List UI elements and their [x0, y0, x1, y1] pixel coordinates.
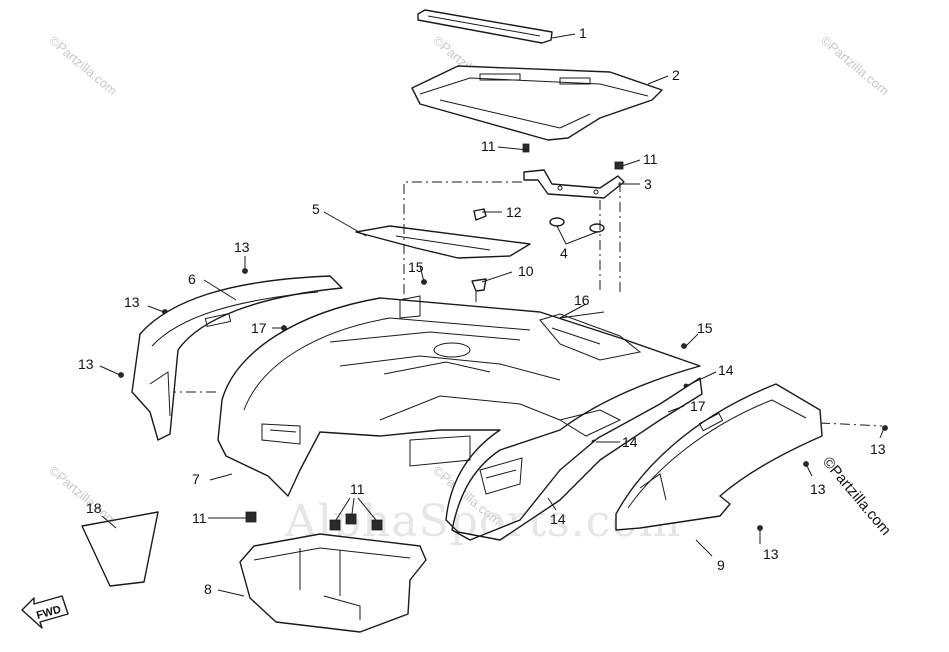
callout-13-b: 13: [124, 294, 140, 310]
copyright-side: ©Partzilla.com: [819, 454, 894, 539]
leader-lines: [99, 33, 885, 597]
callout-11-d: 11: [192, 510, 207, 526]
callout-3: 3: [644, 176, 652, 192]
callout-14-a: 14: [718, 362, 734, 378]
callout-13-f: 13: [763, 546, 779, 562]
part-8-lower-box: [239, 533, 427, 633]
part-1-strip: [417, 9, 553, 44]
watermark-top-left: ©Partzilla.com: [46, 33, 120, 98]
bolt-15-b: [681, 343, 687, 349]
callout-8: 8: [204, 581, 212, 597]
callout-13-a: 13: [234, 239, 250, 255]
callout-14-b: 14: [622, 434, 638, 450]
callout-1: 1: [579, 25, 587, 41]
callout-13-c: 13: [78, 356, 94, 372]
fwd-arrow: FWD: [21, 595, 69, 629]
callout-2: 2: [672, 67, 680, 83]
callout-labels: 1 2 11 11 3 4 5 12 10 15 13 6 13 16 17 1…: [78, 25, 886, 597]
callout-13-e: 13: [810, 481, 826, 497]
part-2-cover: [411, 65, 663, 141]
bolt-11-right: [614, 161, 624, 170]
callout-11-a: 11: [481, 138, 496, 154]
callout-9: 9: [717, 557, 725, 573]
callout-17-b: 17: [690, 398, 706, 414]
bolt-13-f: [757, 525, 763, 531]
callout-17-a: 17: [251, 320, 267, 336]
bolt-11-f: [371, 519, 383, 531]
part-3-bracket: [523, 169, 625, 199]
callout-12: 12: [506, 204, 522, 220]
bolt-11-e: [345, 513, 357, 525]
callout-10: 10: [518, 263, 534, 279]
callout-18: 18: [86, 500, 102, 516]
callout-14-c: 14: [550, 511, 566, 527]
callout-5: 5: [312, 201, 320, 217]
part-9-right-fender: [615, 383, 823, 531]
callout-13-d: 13: [870, 441, 886, 457]
callout-11-c: 11: [350, 481, 365, 497]
callout-4: 4: [560, 245, 568, 261]
bolt-11-d: [329, 519, 341, 531]
callout-7: 7: [192, 471, 200, 487]
bolt-11-c: [245, 511, 257, 523]
part-18-decal: [81, 511, 159, 587]
bolt-11-top: [522, 143, 530, 153]
callout-11-b: 11: [643, 151, 658, 167]
part-6-left-fender: [131, 275, 343, 441]
callout-16: 16: [574, 292, 590, 308]
callout-15-b: 15: [697, 320, 713, 336]
clip-12: [473, 208, 487, 221]
callout-15-a: 15: [408, 259, 424, 275]
watermark-bottom-left: ©Partzilla.com: [46, 463, 120, 528]
bolt-13-c: [118, 372, 124, 378]
part-5-plate: [355, 225, 531, 259]
watermark-top-right: ©Partzilla.com: [818, 33, 892, 98]
callout-6: 6: [188, 271, 196, 287]
clip-10: [471, 278, 487, 292]
part-7-rear-body: [217, 295, 703, 541]
part-4-grommets: [549, 217, 605, 233]
